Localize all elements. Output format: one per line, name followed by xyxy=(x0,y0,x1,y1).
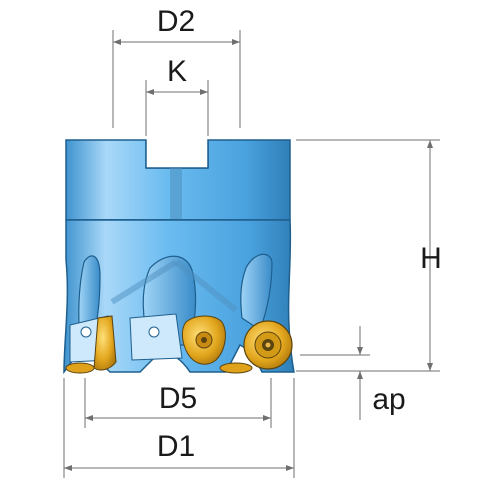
label-d2: D2 xyxy=(157,5,195,38)
cutting-inserts xyxy=(65,315,293,374)
key-slot xyxy=(146,140,208,168)
dimension-d5 xyxy=(84,378,272,428)
insert-left xyxy=(93,315,117,371)
insert-left-tip xyxy=(65,362,95,374)
dimension-d2 xyxy=(112,30,241,128)
label-k: K xyxy=(167,55,187,88)
coolant-branch-left xyxy=(110,259,178,305)
dimension-ap xyxy=(300,326,370,420)
cutter-body xyxy=(63,139,295,375)
screw-center xyxy=(148,326,160,338)
insert-bottom-edge xyxy=(219,362,253,374)
dimension-k xyxy=(145,80,209,136)
coolant-branch-right xyxy=(174,259,238,313)
dimension-d1 xyxy=(63,378,295,478)
label-d5: D5 xyxy=(159,382,197,415)
dimension-h xyxy=(296,139,440,372)
screw-left xyxy=(80,326,92,338)
insert-center xyxy=(181,315,226,365)
insert-right xyxy=(243,320,293,370)
label-ap: ap xyxy=(372,383,405,416)
label-d1: D1 xyxy=(157,430,195,463)
flute-right xyxy=(240,253,273,331)
label-h: H xyxy=(420,242,442,275)
